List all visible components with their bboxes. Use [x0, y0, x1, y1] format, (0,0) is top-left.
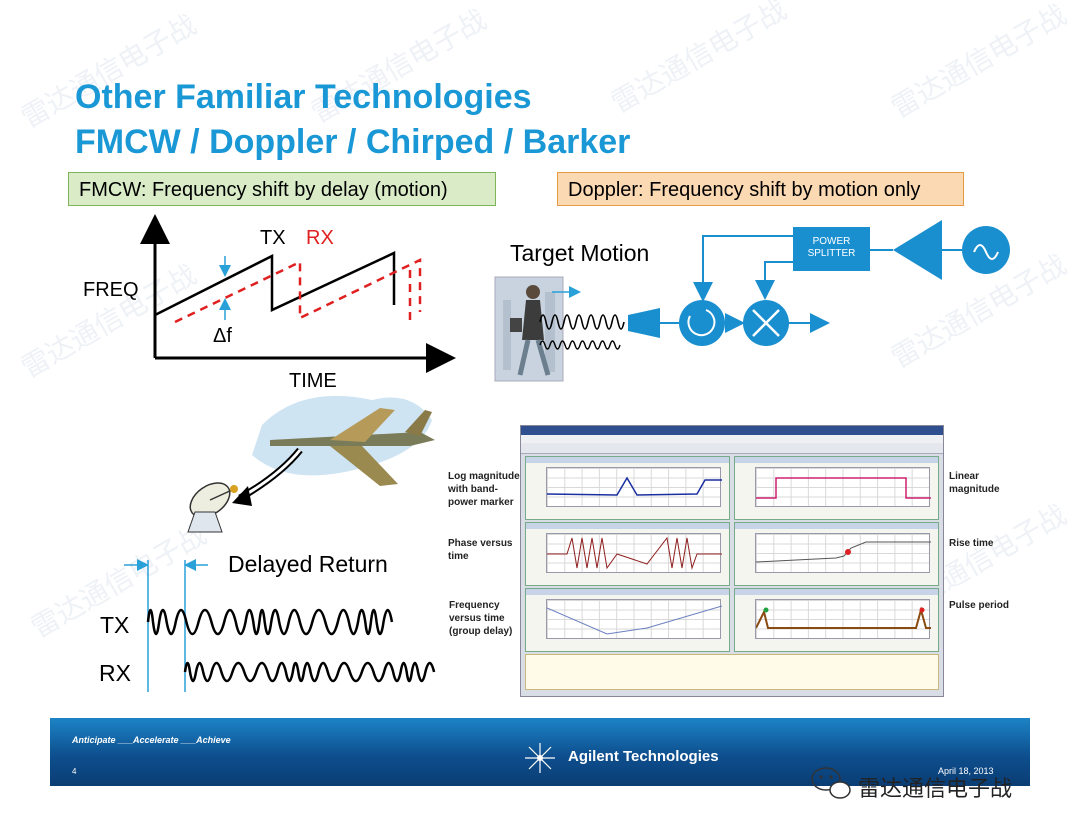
slide-title: Other Familiar Technologies — [75, 78, 532, 116]
power-splitter-label-line2: SPLITTER — [807, 248, 856, 259]
analyzer-titlebar — [521, 426, 943, 435]
signal-analyzer-screenshot — [520, 425, 944, 697]
doppler-diagram — [628, 220, 1010, 346]
power-splitter-block — [793, 227, 870, 271]
target-person-photo — [494, 276, 564, 382]
analyzer-marker-table — [525, 654, 939, 690]
fmcw-rx-label: RX — [306, 227, 334, 249]
delta-f-label: Δf — [213, 325, 232, 347]
annotation-line: Linear — [949, 471, 980, 482]
annotation-pulse-period: Pulse period — [949, 600, 1010, 611]
barker-rx-label: RX — [99, 660, 131, 686]
analyzer-pane-linear-magnitude — [734, 456, 939, 520]
annotation-line: versus time — [449, 613, 505, 624]
fmcw-y-axis-label: FREQ — [83, 279, 139, 301]
transmit-wave — [539, 314, 625, 330]
page-number: 4 — [72, 767, 77, 776]
annotation-line: (group delay) — [449, 626, 513, 637]
annotation-frequency: Frequency versus time (group delay) — [449, 599, 512, 638]
annotation-line: with band- — [448, 484, 498, 495]
analyzer-pane-rise-time — [734, 522, 939, 586]
barker-tx-label: TX — [100, 612, 130, 638]
target-motion-label: Target Motion — [510, 240, 650, 266]
power-splitter-label-line1: POWER — [812, 236, 851, 247]
barker-tx-wave — [146, 608, 394, 636]
doppler-caption: Doppler: Frequency shift by motion only — [557, 172, 964, 206]
annotation-log-magnitude: Log magnitude with band- power marker — [448, 470, 520, 509]
circulator-icon — [679, 300, 725, 346]
analyzer-pane-log-magnitude — [525, 456, 730, 520]
slide-date: April 18, 2013 — [938, 766, 994, 776]
power-splitter-label: POWER SPLITTER — [793, 236, 870, 260]
fmcw-x-axis-label: TIME — [289, 370, 337, 392]
barker-rx-wave — [183, 661, 436, 683]
radar-dish-icon — [187, 482, 238, 533]
return-wave — [539, 340, 621, 350]
company-name: Agilent Technologies — [568, 748, 719, 765]
annotation-line: power marker — [448, 497, 514, 508]
annotation-linear: Linear magnitude — [949, 470, 1000, 496]
fmcw-rx-sawtooth — [174, 258, 422, 324]
analyzer-pane-pulse-period — [734, 588, 939, 652]
fmcw-axes — [140, 214, 456, 373]
analyzer-toolbar — [521, 443, 943, 454]
amplifier-icon — [893, 220, 942, 280]
antenna-icon — [628, 308, 660, 338]
annotation-rise-time: Rise time — [949, 538, 994, 549]
annotation-line: Frequency — [449, 600, 500, 611]
analyzer-pane-phase — [525, 522, 730, 586]
annotation-line: Phase versus — [448, 538, 513, 549]
footer-tagline: Anticipate ___Accelerate ___Achieve — [72, 735, 231, 745]
annotation-line: time — [448, 551, 469, 562]
delayed-return-label: Delayed Return — [228, 551, 388, 577]
analyzer-pane-frequency — [525, 588, 730, 652]
fmcw-caption: FMCW: Frequency shift by delay (motion) — [68, 172, 496, 206]
wechat-account-name: 雷达通信电子战 — [858, 776, 1013, 801]
fmcw-tx-label: TX — [260, 227, 286, 249]
annotation-line: magnitude — [949, 484, 1000, 495]
analyzer-menubar — [521, 435, 943, 443]
annotation-phase: Phase versus time — [448, 537, 513, 563]
fmcw-tx-sawtooth — [154, 251, 396, 317]
annotation-line: Log magnitude — [448, 471, 520, 482]
slide-subtitle: FMCW / Doppler / Chirped / Barker — [75, 123, 631, 161]
